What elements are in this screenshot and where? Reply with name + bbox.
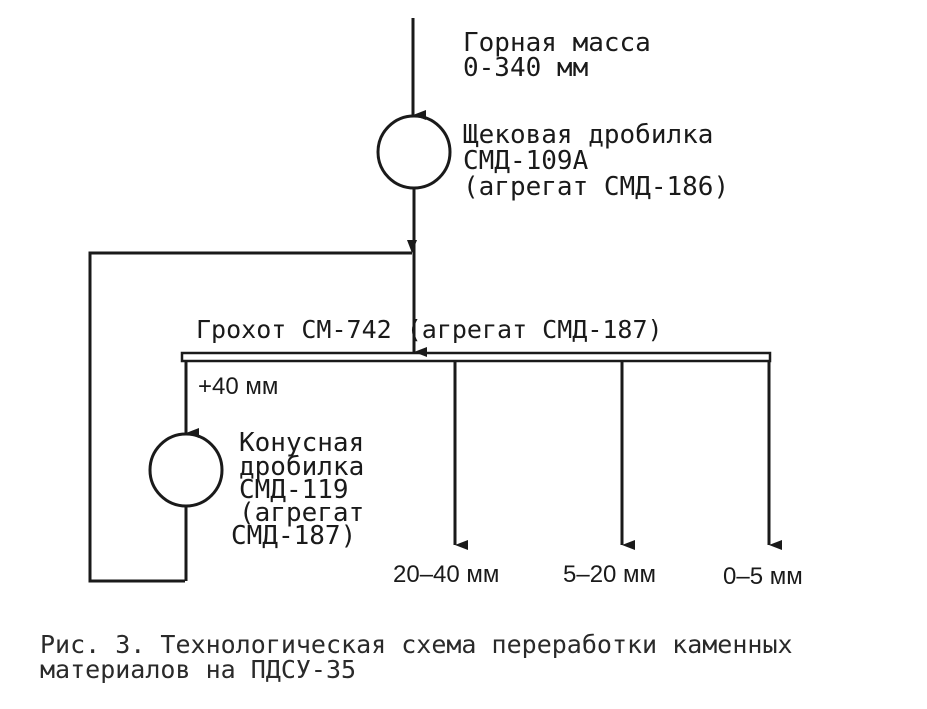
- cone-crusher-line2: дробилка: [239, 452, 365, 482]
- jaw-crusher-symbol: [376, 114, 452, 190]
- cone-crusher-unit-line1: (агрегат: [239, 498, 365, 528]
- recycle-return-line: [88, 251, 400, 583]
- jaw-crusher-model: СМД-109А: [463, 146, 589, 176]
- screen-symbol: [180, 351, 772, 363]
- product-label-0-5: 0–5 мм: [723, 563, 803, 590]
- cone-crusher-unit-line2: СМД-187): [231, 521, 357, 551]
- product-label-5-20: 5–20 мм: [563, 561, 657, 588]
- figure-caption-line2: материалов на ПДСУ-35: [40, 655, 357, 684]
- cone-crusher-line1: Конусная: [239, 428, 365, 458]
- oversize-label: +40 мм: [198, 373, 279, 400]
- screen-label: Грохот СМ-742 (агрегат СМД-187): [196, 315, 663, 344]
- jaw-crusher-unit: (агрегат СМД-186): [463, 172, 730, 202]
- figure-caption-line1: Рис. 3. Технологическая схема переработк…: [40, 630, 793, 659]
- cone-crusher-model: СМД-119: [239, 475, 349, 505]
- feed-size: 0-340 мм: [463, 53, 589, 83]
- jaw-crusher-name: Щековая дробилка: [463, 120, 714, 150]
- cone-crusher-symbol: [148, 432, 224, 508]
- feed-title: Горная масса: [463, 28, 651, 58]
- product-label-20-40: 20–40 мм: [393, 561, 500, 588]
